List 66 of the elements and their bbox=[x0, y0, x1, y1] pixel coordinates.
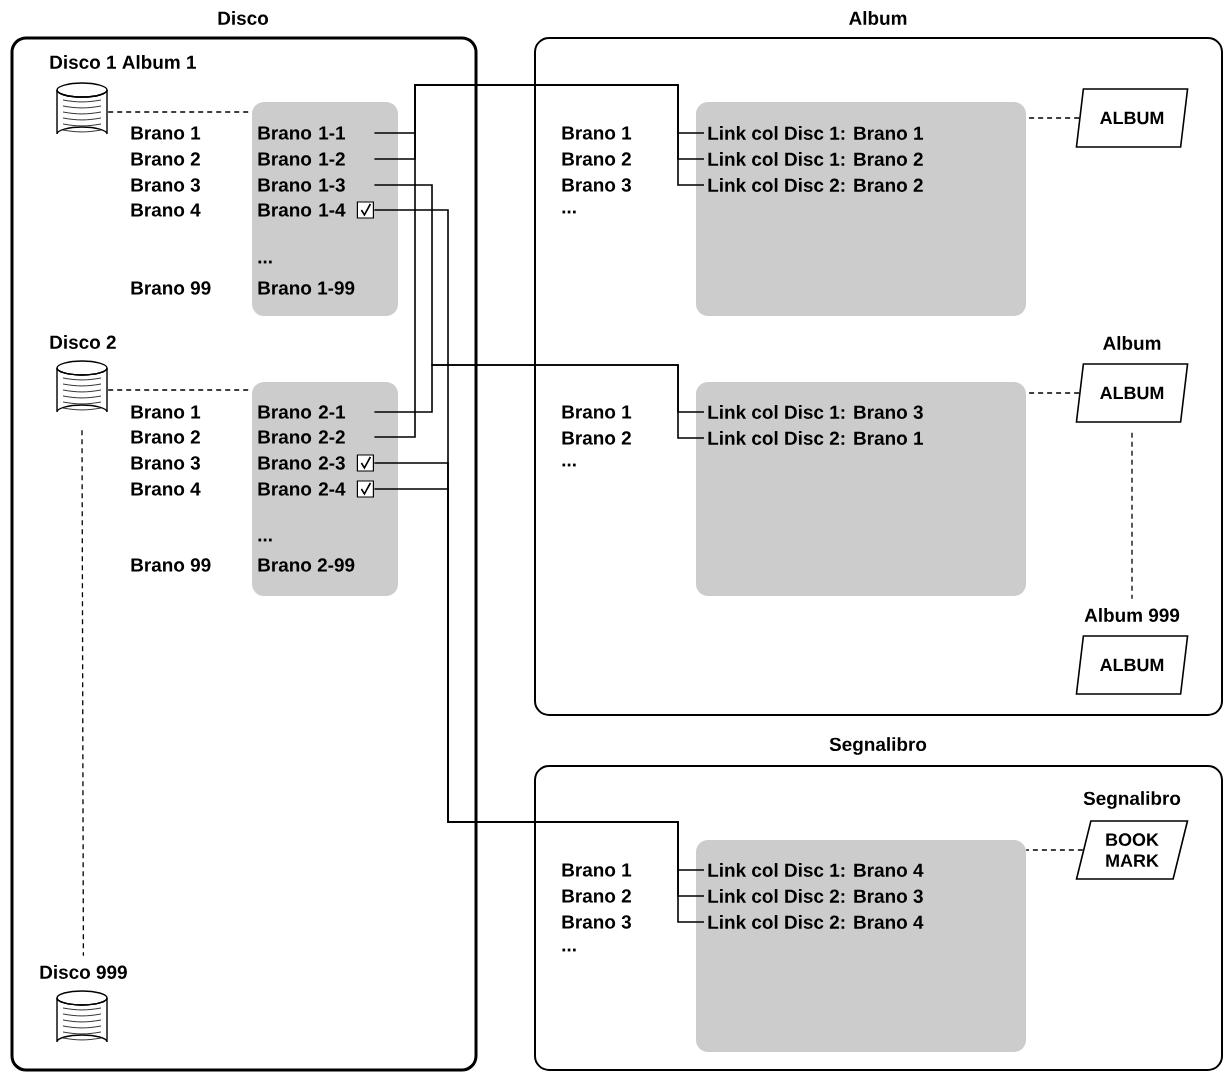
track-entry: Brano 1-1 bbox=[258, 126, 345, 140]
link-entry: Link col Disc 2: Brano 3 bbox=[708, 889, 923, 903]
track-label: Brano 2 bbox=[131, 430, 200, 444]
track-panel bbox=[696, 840, 1026, 1052]
parallelogram-heading: Album bbox=[1103, 336, 1161, 350]
track-label: ... bbox=[562, 948, 576, 952]
parallelogram-box: ALBUM bbox=[1075, 363, 1189, 423]
track-label: Brano 2 bbox=[562, 152, 631, 166]
track-label: Brano 99 bbox=[131, 281, 211, 295]
track-entry: Brano 2-4 bbox=[258, 482, 346, 496]
track-panel bbox=[696, 382, 1026, 596]
track-label: Brano 99 bbox=[131, 558, 211, 572]
track-label: Brano 2 bbox=[131, 152, 200, 166]
link-entry: Link col Disc 2: Brano 4 bbox=[708, 915, 924, 929]
dashed-line bbox=[1025, 849, 1084, 851]
track-label: Brano 3 bbox=[131, 178, 200, 192]
parallelogram-box: ALBUM bbox=[1075, 88, 1189, 148]
track-label: Brano 1 bbox=[562, 126, 632, 140]
track-entry: Brano 2-2 bbox=[258, 430, 345, 444]
link-entry: Link col Disc 1: Brano 1 bbox=[708, 126, 923, 140]
link-entry: Link col Disc 1: Brano 4 bbox=[708, 863, 924, 877]
track-label: Brano 4 bbox=[131, 482, 201, 496]
disc-heading: Disco 1 Album 1 bbox=[50, 55, 196, 69]
dashed-line bbox=[1131, 432, 1133, 600]
track-label: ... bbox=[562, 210, 576, 214]
track-label: ... bbox=[258, 538, 272, 542]
track-panel bbox=[252, 382, 398, 596]
track-label: Brano 1 bbox=[131, 126, 201, 140]
track-label: Brano 1-99 bbox=[258, 281, 355, 295]
disc-heading: Disco 2 bbox=[50, 335, 116, 349]
group-title: Disco bbox=[218, 11, 268, 25]
link-entry: Link col Disc 1: Brano 3 bbox=[708, 405, 923, 419]
link-entry: Link col Disc 1: Brano 2 bbox=[708, 152, 923, 166]
track-label: Brano 3 bbox=[562, 178, 631, 192]
track-panel bbox=[252, 102, 398, 316]
track-label: Brano 1 bbox=[131, 405, 201, 419]
track-entry: Brano 2-3 bbox=[258, 456, 345, 470]
group-title: Segnalibro bbox=[829, 737, 927, 755]
link-entry: Link col Disc 2: Brano 1 bbox=[708, 431, 923, 445]
track-label: Brano 1 bbox=[562, 405, 632, 419]
track-entry: Brano 1-2 bbox=[258, 152, 345, 166]
disc-heading: Disco 999 bbox=[40, 965, 127, 979]
connector-line bbox=[373, 364, 705, 439]
connector-line bbox=[373, 184, 705, 413]
track-entry: Brano 2-1 bbox=[258, 405, 345, 419]
track-label: ... bbox=[258, 260, 272, 264]
parallelogram-box: ALBUM bbox=[1075, 635, 1189, 695]
track-label: Brano 2-99 bbox=[258, 558, 355, 572]
parallelogram-heading: Album 999 bbox=[1084, 608, 1180, 622]
link-entry: Link col Disc 2: Brano 2 bbox=[708, 178, 923, 192]
group-title: Album bbox=[849, 11, 907, 25]
track-panel bbox=[696, 102, 1026, 316]
track-label: ... bbox=[562, 463, 576, 467]
parallelogram-box: BOOK MARK bbox=[1075, 820, 1189, 880]
connector-line bbox=[373, 84, 705, 438]
track-label: Brano 2 bbox=[562, 889, 631, 903]
track-label: Brano 4 bbox=[131, 203, 201, 217]
track-label: Brano 3 bbox=[562, 915, 631, 929]
track-entry: Brano 1-3 bbox=[258, 178, 345, 192]
dashed-line bbox=[81, 429, 85, 957]
parallelogram-heading: Segnalibro bbox=[1083, 791, 1181, 809]
track-label: Brano 2 bbox=[562, 431, 631, 445]
connector-line bbox=[373, 209, 705, 871]
track-label: Brano 1 bbox=[562, 863, 632, 877]
track-label: Brano 3 bbox=[131, 456, 200, 470]
track-entry: Brano 1-4 bbox=[258, 203, 346, 217]
